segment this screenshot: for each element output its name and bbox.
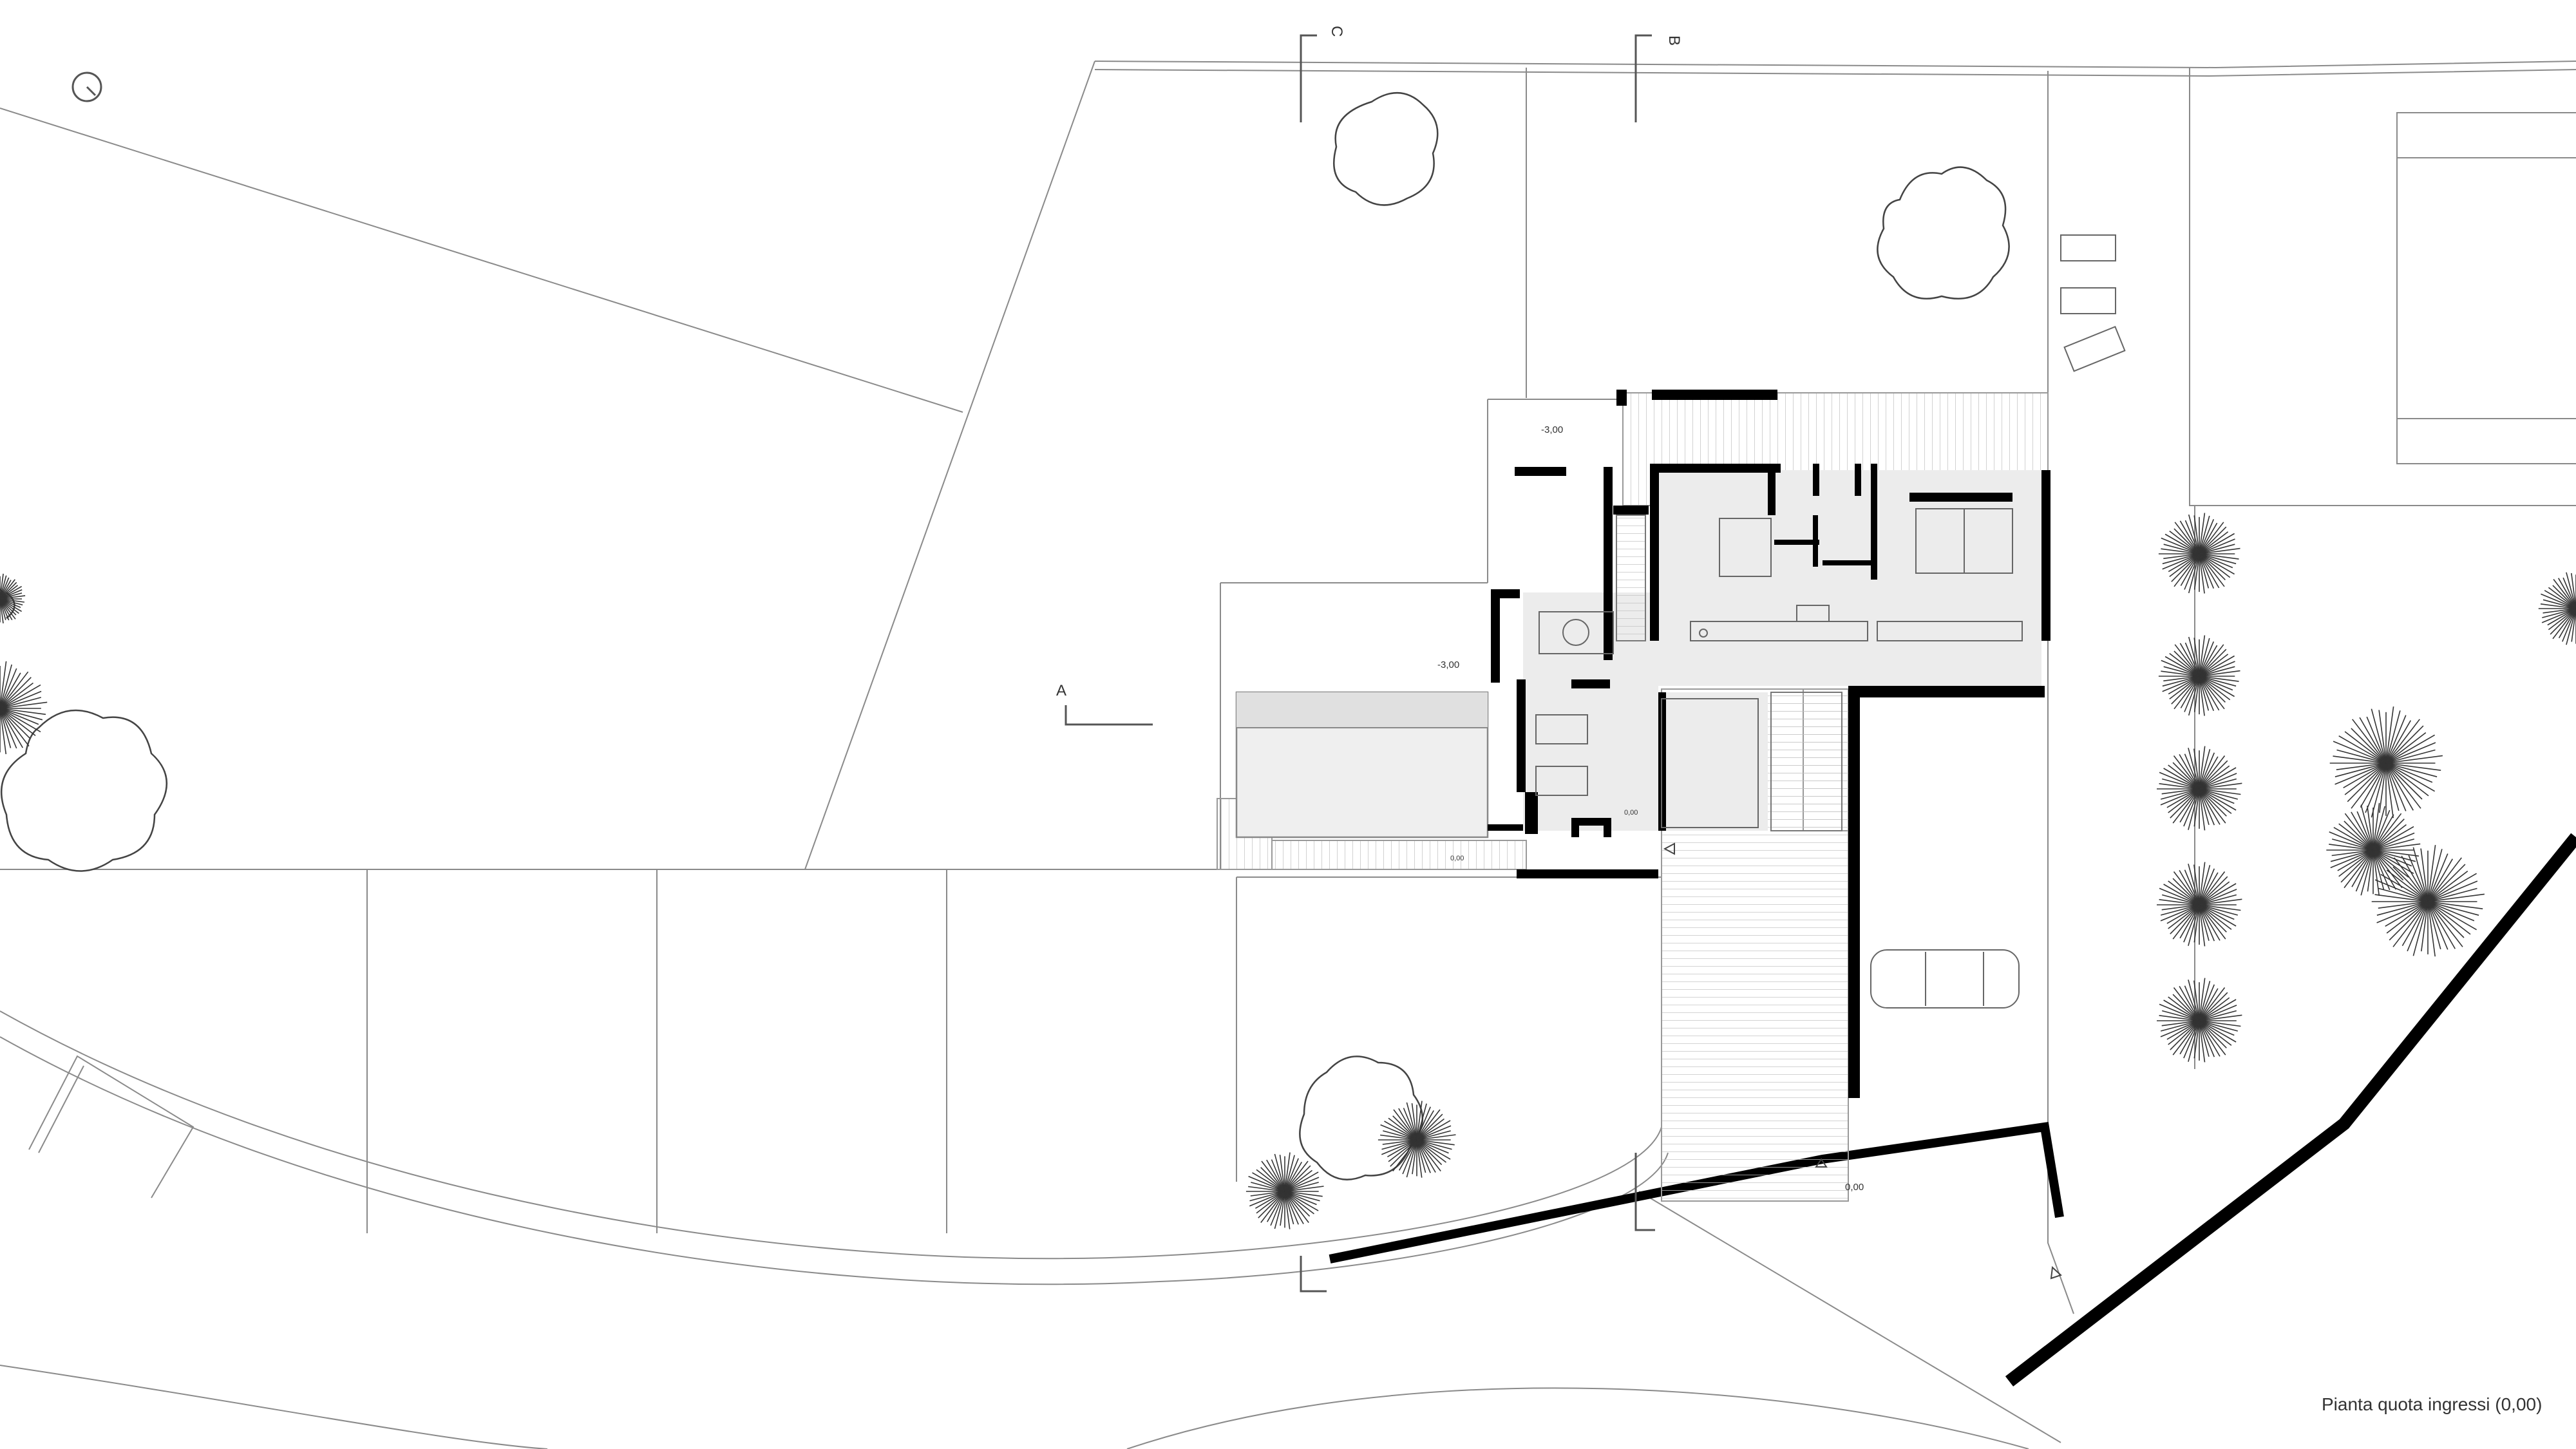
house-interior (1523, 470, 2041, 831)
front-wall (1329, 1122, 2064, 1264)
section-label-b: B (1665, 35, 1683, 46)
entry-arrow-icon (1663, 842, 2062, 1280)
level-courtyard: 0,00 (1624, 809, 1638, 817)
palm-tree-icon (2326, 802, 2421, 896)
house-walls (1488, 390, 2050, 1098)
palm-tree-icon (2158, 513, 2240, 594)
level-pool-edge: 0,00 (1450, 855, 1464, 862)
sun-loungers (2060, 234, 2126, 372)
section-label-a: A (1056, 682, 1066, 699)
palm-tree-icon (2157, 862, 2242, 947)
palm-tree-icon (2329, 706, 2443, 819)
palm-tree-icon (0, 661, 48, 755)
drawing-caption: Pianta quota ingressi (0,00) (2322, 1394, 2542, 1414)
palm-tree-icon (2157, 746, 2242, 831)
car-icon (1870, 949, 2020, 1009)
palm-tree-icon (2538, 572, 2576, 645)
level-entrance: 0,00 (1845, 1182, 1864, 1193)
retaining-wall (2005, 833, 2576, 1387)
furniture (1535, 508, 2023, 828)
tennis-court (2396, 112, 2576, 464)
stairs (1616, 515, 1842, 831)
palm-tree-icon (2371, 844, 2485, 957)
section-mark-b: B (1634, 34, 1683, 1231)
road (0, 1010, 2029, 1449)
level-upper-terrace: -3,00 (1541, 424, 1563, 435)
palm-tree-icon (1378, 1101, 1456, 1178)
palm-tree-icon (2157, 978, 2242, 1063)
palm-tree-icon (2158, 635, 2240, 716)
section-mark-c: C (1300, 26, 1345, 1293)
palm-tree-icon (0, 573, 26, 624)
level-lower-terrace: -3,00 (1437, 659, 1459, 670)
north-arrow-icon (71, 71, 102, 102)
section-label-c: C (1328, 26, 1345, 37)
trees (0, 92, 2010, 1180)
palm-tree-icon (1245, 1152, 1324, 1229)
pool (1235, 691, 1489, 838)
palm-trees (0, 513, 2576, 1229)
section-mark-a: A (1056, 682, 1153, 726)
